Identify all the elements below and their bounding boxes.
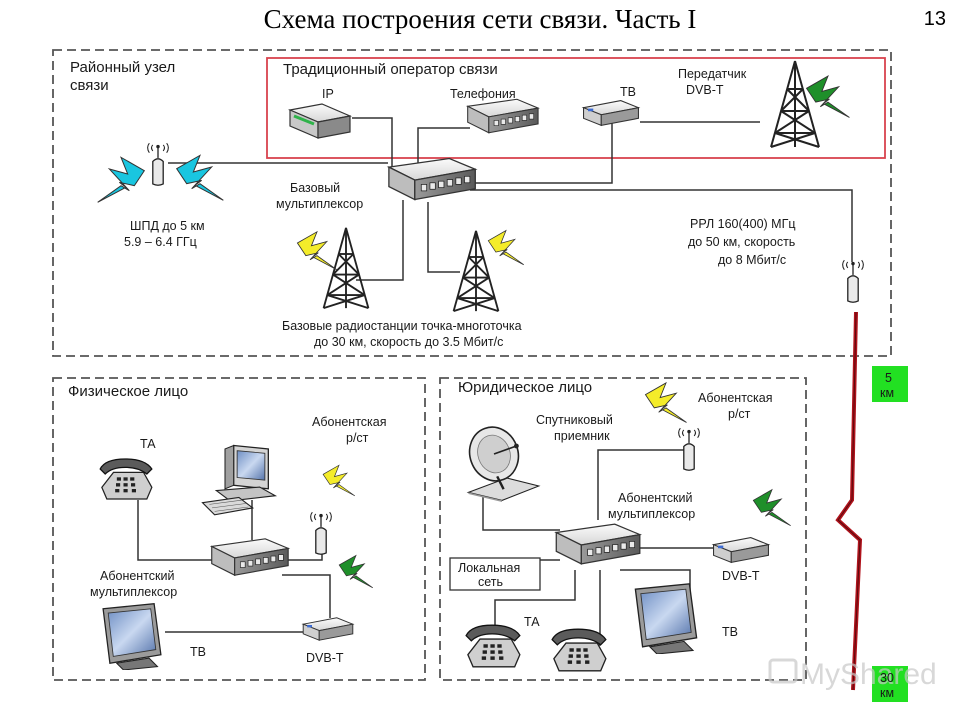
dvbt-box-right-icon [712, 536, 770, 564]
transmitter-lightning-icon [806, 75, 850, 118]
operator-region [266, 57, 886, 159]
subscriber-lightning-left-icon [322, 464, 356, 497]
sub-mux-left-line2: мультиплексор [90, 585, 177, 599]
slide-number: 13 [923, 8, 946, 30]
individual-title: Физическое лицо [68, 383, 188, 400]
base-stations-label-line1: Базовые радиостанции точка-многоточка [282, 319, 522, 333]
operator-title: Традиционный оператор связи [283, 61, 498, 78]
computer-icon [201, 444, 277, 516]
base-mux-label-line2: мультиплексор [276, 197, 363, 211]
dvbt-lightning-right-icon [752, 489, 792, 527]
sub-station-left-line1: Абонентская [312, 415, 387, 429]
shpd-antenna-icon [146, 142, 170, 186]
base-multiplexer-icon [388, 157, 476, 201]
base-station-lightning-left-icon [296, 231, 338, 271]
distance-badge-30km [872, 666, 908, 702]
sub-station-left-line2: р/ст [346, 431, 369, 445]
tv-right-label: ТВ [722, 625, 738, 639]
telephone-right-a-icon [465, 624, 521, 668]
rrl-antenna-icon [841, 259, 865, 304]
district-title-line1: Районный узел [70, 59, 175, 76]
shpd-lightning-left-icon [97, 156, 145, 203]
subscriber-multiplexer-right-icon [555, 523, 641, 565]
shpd-lightning-right-icon [176, 154, 224, 201]
rrl-label-line2: до 50 км, скорость [688, 235, 795, 249]
telephony-label: Телефония [450, 87, 516, 101]
tv-right-icon [634, 583, 698, 654]
sub-mux-left-line1: Абонентский [100, 569, 174, 583]
watermark: MyShared [768, 658, 937, 691]
dvbt-right-label: DVB-T [722, 569, 760, 583]
tv-box-icon [582, 100, 640, 126]
page-title: Схема построения сети связи. Часть I [263, 4, 697, 34]
connection-lines [137, 117, 853, 646]
rrl-label-line3: до 8 Мбит/с [718, 253, 786, 267]
transmitter-label-line2: DVB-T [686, 83, 724, 97]
radio-relay-link [835, 311, 863, 691]
satellite-label-line1: Спутниковый [536, 413, 613, 427]
legal-entity-region [439, 377, 807, 681]
subscriber-lightning-right-icon [645, 382, 687, 423]
telephone-left-icon [99, 458, 153, 500]
base-station-lightning-right-icon [487, 230, 525, 266]
dvbt-transmitter-tower-icon [769, 59, 821, 149]
tv-operator-label: ТВ [620, 85, 636, 99]
district-node-region [52, 49, 892, 357]
distance-badge-5km [872, 366, 908, 402]
subscriber-antenna-left-icon [309, 511, 333, 556]
shpd-label-line1: ШПД до 5 км [130, 219, 205, 233]
telephone-right-b-icon [551, 628, 607, 672]
shpd-label-line2: 5.9 – 6.4 ГГц [124, 235, 197, 249]
badge-30km-line1: 30 [880, 671, 894, 685]
subscriber-antenna-right-icon [677, 427, 701, 471]
watermark-text: MyShared [800, 658, 937, 691]
ip-router-icon [287, 103, 353, 139]
base-stations-label-line2: до 30 км, скорость до 3.5 Мбит/с [314, 335, 503, 349]
legal-entity-title: Юридическое лицо [458, 379, 592, 396]
dvbt-left-label: DVB-T [306, 651, 344, 665]
individual-region [52, 377, 426, 681]
sub-mux-right-line1: Абонентский [618, 491, 692, 505]
badge-5km-line1: 5 [885, 371, 892, 385]
badge-30km-line2: км [880, 686, 894, 700]
sub-station-right-line1: Абонентская [698, 391, 773, 405]
base-mux-label-line1: Базовый [290, 181, 340, 195]
ta-left-label: ТА [140, 437, 156, 451]
dvbt-box-left-icon [302, 617, 354, 641]
local-net-line1: Локальная [458, 561, 520, 575]
sub-station-right-line2: р/ст [728, 407, 751, 421]
dvbt-lightning-left-icon [338, 554, 374, 589]
satellite-label-line2: приемник [554, 429, 610, 443]
tv-left-icon [102, 603, 162, 670]
ta-right-label: ТА [524, 615, 540, 629]
rrl-label-line1: РРЛ 160(400) МГц [690, 217, 796, 231]
sub-mux-right-line2: мультиплексор [608, 507, 695, 521]
satellite-dish-icon [460, 422, 541, 502]
badge-5km-line2: км [880, 386, 894, 400]
ip-label: IP [322, 87, 334, 101]
base-station-tower-left-icon [322, 226, 370, 310]
subscriber-multiplexer-left-icon [211, 538, 289, 576]
local-network-box [449, 557, 541, 591]
telephony-switch-icon [467, 98, 539, 134]
tv-left-label: ТВ [190, 645, 206, 659]
district-title-line2: связи [70, 77, 109, 94]
transmitter-label-line1: Передатчик [678, 67, 747, 81]
local-net-line2: сеть [478, 575, 503, 589]
